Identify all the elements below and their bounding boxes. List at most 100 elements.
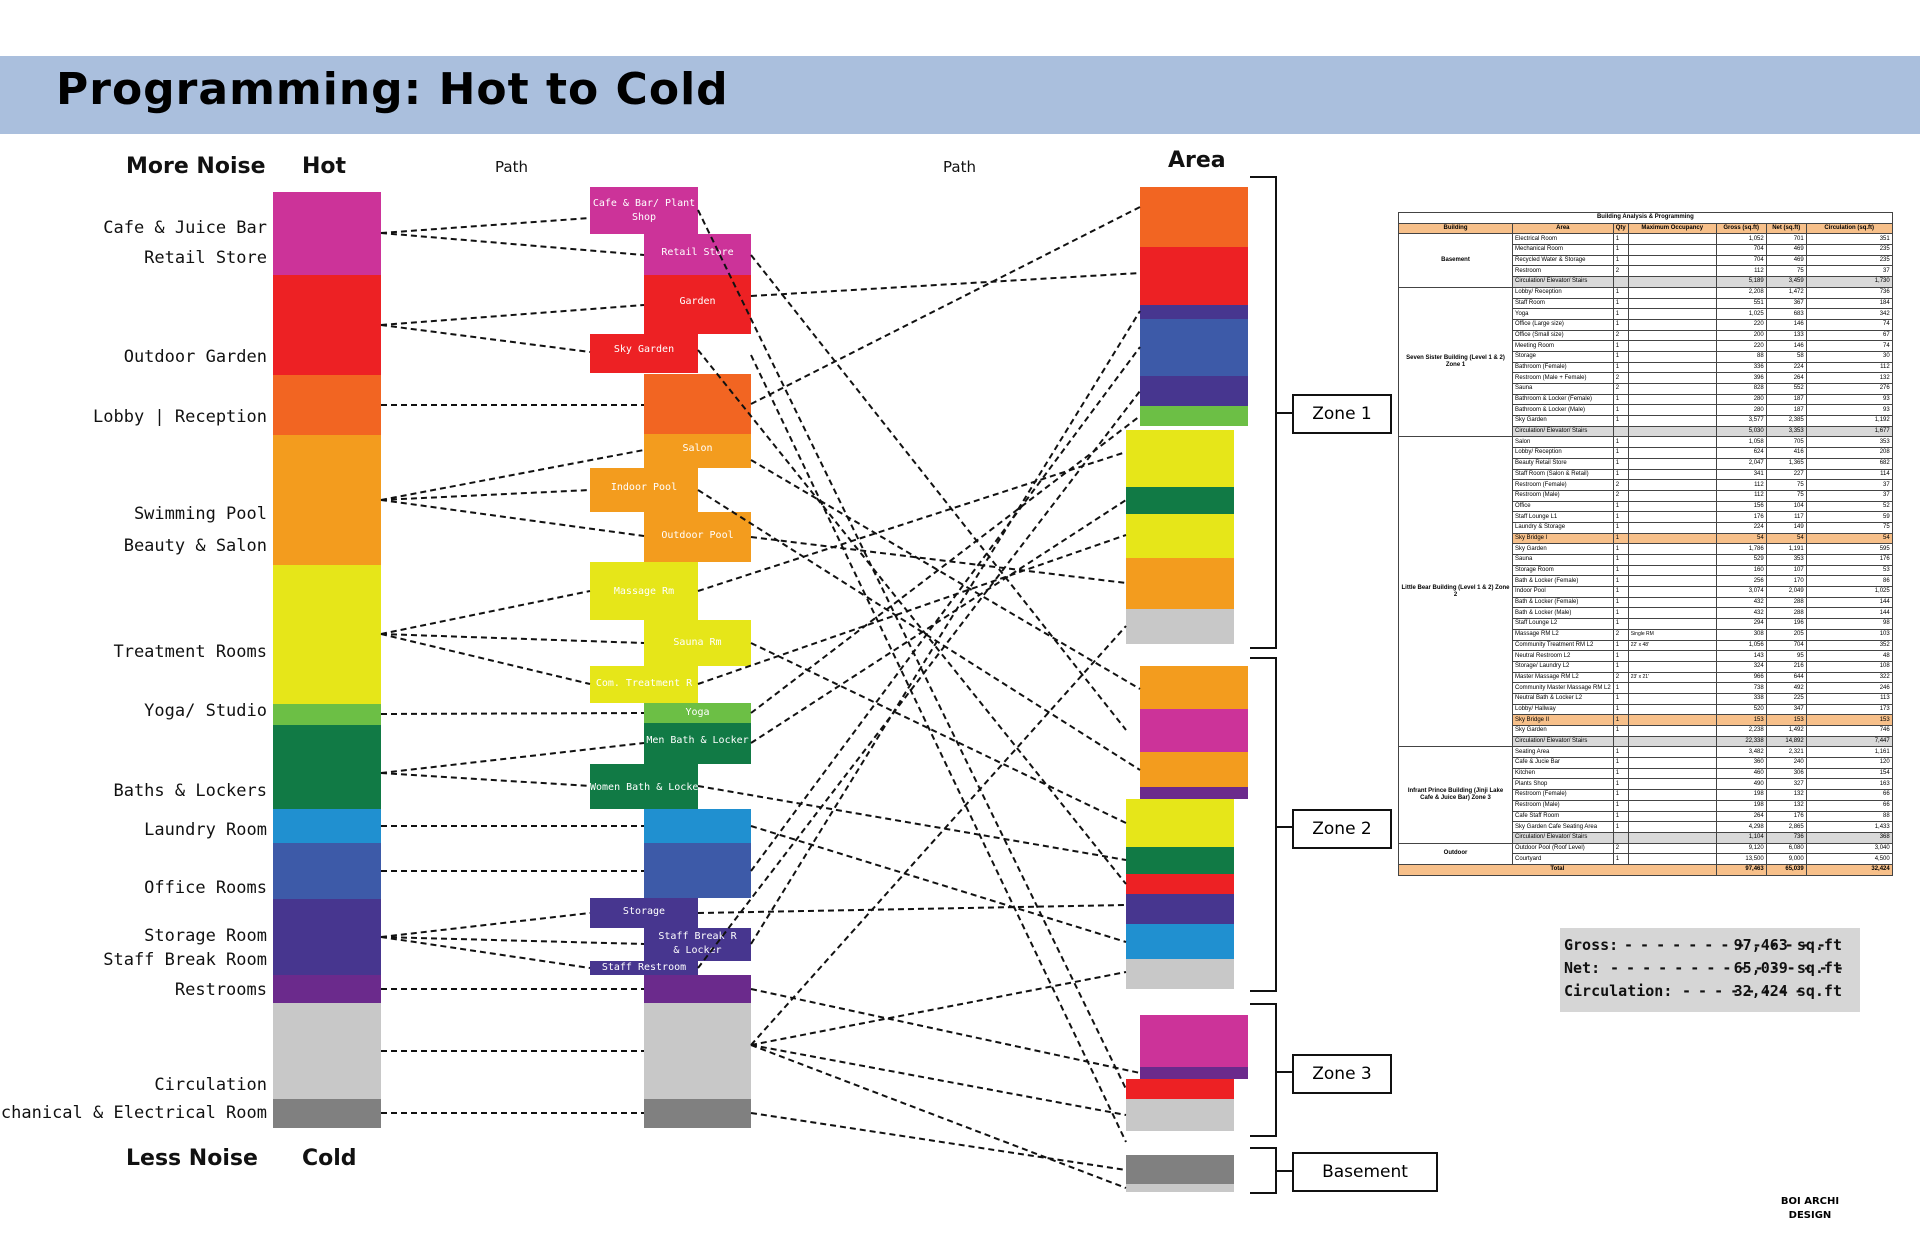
table-cell	[1627, 650, 1717, 662]
table-cell: 2,208	[1715, 286, 1767, 299]
table-cell: 1	[1612, 436, 1629, 449]
table-cell: Beauty Retail Store	[1512, 457, 1614, 470]
table-cell: 368	[1805, 831, 1893, 844]
table-cell: 54	[1715, 532, 1767, 545]
cold-header: Cold	[302, 1146, 357, 1171]
table-cell	[1612, 735, 1629, 748]
area-z3-circulation	[1126, 1099, 1234, 1131]
path-block-cafe	[590, 187, 698, 234]
area-z1-pool	[1126, 558, 1234, 609]
bar-office	[273, 843, 381, 899]
table-cell: 156	[1715, 500, 1767, 513]
table-cell: Single RM	[1627, 628, 1717, 641]
table-cell: 338	[1715, 692, 1767, 705]
table-cell: 113	[1805, 692, 1893, 705]
table-cell: 2	[1612, 479, 1629, 491]
table-cell: 1	[1612, 468, 1629, 481]
table-cell: 347	[1765, 703, 1807, 716]
table-header-cell: Qty	[1612, 222, 1629, 235]
table-cell: 1,365	[1765, 457, 1807, 470]
table-cell: 360	[1715, 757, 1767, 769]
table-cell: 37	[1805, 265, 1893, 278]
table-cell: Restroom (Male)	[1512, 799, 1614, 812]
path-block-retail	[644, 234, 751, 275]
path-block-com-treatment	[590, 666, 698, 703]
area-z2-bath	[1126, 847, 1234, 874]
table-total-cell: 65,039	[1765, 863, 1807, 876]
table-cell: Office (Small size)	[1512, 329, 1614, 342]
zone-1-label: Zone 1	[1292, 394, 1392, 434]
area-z2-garden	[1126, 874, 1234, 894]
table-cell: 1	[1612, 746, 1629, 759]
table-cell: 153	[1765, 714, 1807, 726]
table-cell: Cafe & Jucie Bar	[1512, 757, 1614, 769]
table-cell: Storage/ Laundry L2	[1512, 660, 1614, 673]
area-z3-garden	[1126, 1079, 1234, 1099]
table-cell: 1	[1612, 554, 1629, 566]
table-cell: 1	[1612, 618, 1629, 630]
table-cell: 184	[1805, 297, 1893, 310]
table-cell: 103	[1805, 628, 1893, 641]
table-cell	[1627, 714, 1717, 726]
table-cell: Sky Garden	[1512, 543, 1614, 555]
table-cell: 13,500	[1715, 853, 1767, 865]
area-summary: Gross: - - - - - - - - - - - - - 97,463 …	[1560, 928, 1860, 1012]
table-cell: 1	[1612, 564, 1629, 577]
table-cell	[1627, 468, 1717, 481]
table-cell: Sky Garden	[1512, 415, 1614, 427]
table-building-cell: Outdoor	[1398, 842, 1513, 865]
table-cell: 2,385	[1765, 415, 1807, 427]
table-cell: Massage RM L2	[1512, 628, 1614, 641]
table-cell	[1627, 767, 1717, 780]
table-cell: 432	[1715, 596, 1767, 609]
table-cell: Sauna	[1512, 554, 1614, 566]
table-cell: 529	[1715, 554, 1767, 566]
path-block-garden	[644, 275, 751, 334]
table-total-label: Total	[1398, 863, 1717, 876]
table-cell: 2,049	[1765, 586, 1807, 598]
table-cell: 37	[1805, 479, 1893, 491]
table-cell: 1	[1612, 692, 1629, 705]
table-cell	[1627, 660, 1717, 673]
table-cell: Salon	[1512, 436, 1614, 449]
table-cell: Community Treatment RM L2	[1512, 639, 1614, 652]
label-staff-break-room: Staff Break Room	[103, 950, 267, 970]
table-cell	[1627, 436, 1717, 449]
table-cell: 288	[1765, 596, 1807, 609]
area-z1-yoga	[1140, 406, 1248, 426]
path-label-yoga: Yoga	[685, 707, 710, 718]
table-cell: Yoga	[1512, 308, 1614, 320]
table-cell: 1,730	[1805, 276, 1893, 288]
path-block-restrooms	[644, 975, 751, 1003]
table-cell	[1627, 457, 1717, 470]
table-cell	[1627, 618, 1717, 630]
table-header-cell: Net (sq.ft)	[1765, 222, 1807, 235]
table-cell: 1	[1612, 650, 1629, 662]
table-cell: 2,865	[1765, 821, 1807, 833]
table-cell: 492	[1765, 682, 1807, 694]
net-value: 65,039 sq.ft	[1733, 959, 1842, 977]
path-label-storage: Storage	[622, 906, 666, 917]
path-block-laundry	[644, 809, 751, 843]
page-title: Programming: Hot to Cold	[56, 64, 729, 115]
table-cell: Electrical Room	[1512, 233, 1614, 246]
area-z3-cafe	[1140, 1015, 1248, 1067]
path-block-men-bath	[644, 723, 751, 764]
bar-pool-salon	[273, 435, 381, 565]
gross-label: Gross:	[1564, 936, 1619, 954]
area-header: Area	[1168, 148, 1226, 173]
table-cell: Bath & Locker (Female)	[1512, 575, 1614, 588]
path-block-outdoor-pool	[644, 512, 751, 562]
table-cell: 624	[1715, 447, 1767, 459]
area-z1-garden	[1140, 247, 1248, 305]
table-row: Little Bear Building (Level 1 & 2) Zone …	[1398, 436, 1893, 748]
label-office-rooms: Office Rooms	[144, 878, 267, 898]
table-cell: 112	[1715, 489, 1767, 502]
table-cell: 1	[1612, 500, 1629, 513]
table-cell: 220	[1715, 340, 1767, 352]
path-block-staff-break	[644, 928, 751, 961]
